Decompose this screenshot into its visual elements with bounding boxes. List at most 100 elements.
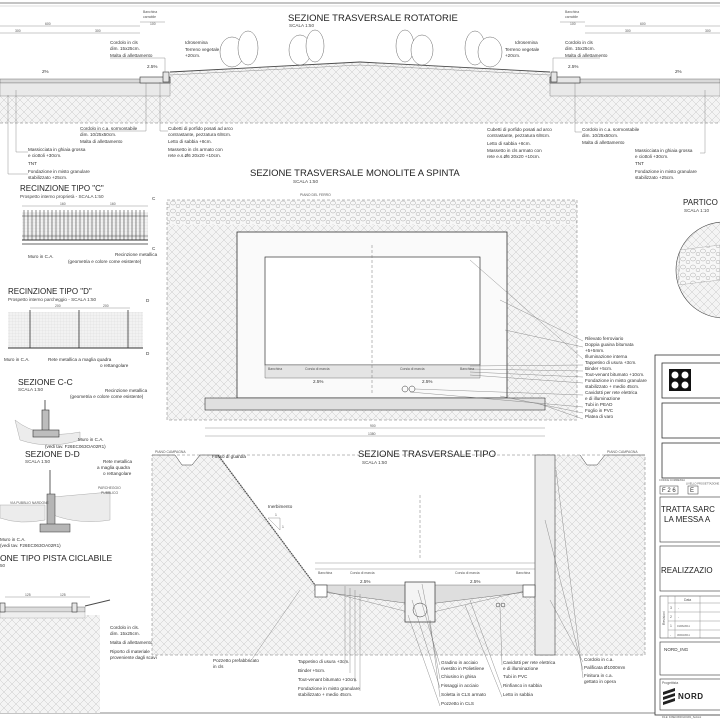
callout: Inerbimento	[268, 504, 293, 509]
lane-label: Corsia di marcia	[305, 367, 330, 371]
dim-label: 160	[60, 202, 66, 206]
callout: Fondazione in misto granulare	[298, 686, 360, 691]
callout: Malta di allettamento	[582, 140, 625, 145]
slope-ratio: 1	[282, 525, 284, 529]
dim-label: 300	[95, 29, 101, 33]
section-title: ONE TIPO PISTA CICLABILE	[0, 553, 112, 563]
lane-label: Corsia di marcia	[455, 571, 480, 575]
callout: Foglio in PVC	[585, 408, 614, 413]
callout: contrastante, pezzatura 6/8cm.	[487, 133, 550, 138]
section-title: SEZIONE TRASVERSALE MONOLITE A SPINTA	[250, 168, 460, 179]
dim-label: 100	[570, 22, 576, 26]
nord-logo-icon	[663, 688, 675, 705]
callout: Cordolo in c.a. sormontabile	[80, 126, 138, 131]
slope-label: 2.5%	[147, 64, 157, 69]
callout: VIA PUBBLIO NARDONE	[10, 501, 50, 505]
callout: Platea di varo	[585, 414, 614, 419]
section-scale: SCALA 1:50	[289, 23, 314, 28]
callout: Doppia guaina bitumata	[585, 342, 634, 347]
rev-number: 1	[670, 624, 672, 628]
project-code: F 2 6	[662, 488, 676, 494]
callout: PIANO DEL FERRO	[300, 193, 331, 197]
callout: rete e.s.Ø6 20x20 +10cm.	[168, 153, 221, 158]
callout: Fondazione in misto granulare	[28, 169, 90, 174]
rev-date: 01/06/2011	[677, 624, 690, 628]
section-title: RECINZIONE TIPO "D"	[8, 287, 92, 296]
field-label: Data	[684, 598, 691, 602]
lane-label: Corsia di marcia	[350, 571, 375, 575]
callout: Recinzione metallica	[105, 388, 148, 393]
field-label: Revisioni	[662, 611, 666, 625]
dim-label: 300	[705, 29, 711, 33]
callout: stabilizzato + medio 45cm.	[298, 692, 352, 697]
callouts-left: Cordolo in cls dim. 15x25cm. Malta di al…	[28, 40, 233, 180]
slope-label: 2.5%	[470, 579, 480, 584]
callout: (geometria e colore come esistente)	[70, 394, 144, 399]
section-mark: C	[152, 246, 156, 251]
callout: Rete metallica	[103, 459, 133, 464]
fence-icon	[22, 210, 148, 245]
callout: Palificata Ø1000mm	[584, 665, 626, 670]
section-title: SEZIONE C-C	[18, 377, 73, 387]
section-title: SEZIONE TRASVERSALE ROTATORIE	[288, 13, 458, 24]
callout: dim. 15x25cm.	[110, 631, 140, 636]
dim-label: 300	[625, 29, 631, 33]
callout: Malta di allettamento	[110, 53, 153, 58]
sezione-cc: SEZIONE C-C SCALA 1:50 Recinzione metall…	[14, 377, 148, 449]
section-scale: SCALA 1:50	[25, 459, 50, 464]
callout: Pozzetto in CLS	[441, 701, 474, 706]
callout: Recinzione metallica	[115, 252, 158, 257]
callout: Cordolo in c.a. sormontabile	[582, 127, 640, 132]
designer-logo-text: NORD	[678, 692, 704, 701]
slope-label: 2.5%	[360, 579, 370, 584]
callout: stabilizzato +25cm.	[28, 175, 67, 180]
callout: Illuminazione interna	[585, 354, 628, 359]
callout: dim. 15x25cm.	[110, 46, 140, 51]
callout: Massicciata in ghiaia grossa	[28, 147, 86, 152]
callout: Malta di allettamento	[110, 640, 153, 645]
callout: (vedi tav. F26EC063OA02R1)	[0, 543, 61, 548]
callout: Muro in C.A.	[0, 537, 26, 542]
callout: Binder +5cm.	[298, 668, 325, 673]
callout: Massetto in cls armato con	[168, 147, 223, 152]
callout: Rinfianco in sabbia	[503, 683, 542, 688]
slope-label: 2%	[675, 69, 682, 74]
title-block: CODICE COMMESSA LIVELLO PROGETTAZIONE F …	[654, 354, 720, 719]
rev-date: -	[678, 606, 679, 610]
section-scale: SCALA 1:50	[293, 179, 318, 184]
callout: rivestito in Polietilene	[441, 666, 485, 671]
callout: Finitura in c.a.	[584, 673, 613, 678]
section-scale: SCALA 1:50	[362, 460, 387, 465]
callout: Cavidotti per rete elettrica	[503, 660, 556, 665]
callout: stabilizzato +25cm.	[635, 175, 674, 180]
particolare: PARTICO SCALA 1:10	[675, 198, 720, 319]
section-mark: D	[146, 351, 150, 356]
lane-label: Corsia di marcia	[400, 367, 425, 371]
callout: Muro in C.A.	[28, 254, 54, 259]
callout: Pozzetto prefabbricato	[213, 658, 259, 663]
callout: Gradino in acciaio	[441, 660, 478, 665]
slope-label: 2%	[42, 69, 49, 74]
section-tipo: SEZIONE TRASVERSALE TIPO SCALA 1:50 1 1 …	[151, 449, 646, 707]
callout: Cubetti di porfido posati ad arco	[168, 126, 233, 131]
file-name: FILE: F26EC063OA01R1_Sezioni	[662, 715, 702, 719]
dim-label: 900	[370, 424, 376, 428]
section-scale: Prospetto interno parcheggio - SCALA 1:5…	[8, 297, 97, 302]
slope-label: 2.5%	[313, 379, 323, 384]
callout: Muro in C.A.	[4, 357, 30, 362]
section-scale: SCALA 1:10	[684, 208, 709, 213]
dim-label: 125	[25, 593, 31, 597]
callout: gettato in opera	[584, 679, 616, 684]
callout: Fosso di guardia	[212, 454, 246, 459]
callout: dim. 10/25x50cm.	[582, 133, 618, 138]
lane-label: Banchina	[318, 571, 332, 575]
section-rotatorie: SEZIONE TRASVERSALE ROTATORIE SCALA 1:50…	[0, 10, 720, 180]
field-label: Progettista	[662, 681, 678, 685]
dim-label: 300	[15, 29, 21, 33]
rev-number: -	[670, 633, 671, 637]
callout: Idrosemina	[185, 40, 208, 45]
tipo-callouts: Tappetino di usura +3cm. Binder +5cm. To…	[298, 657, 626, 706]
sezione-dd: SEZIONE D-D SCALA 1:50 Rete metallica a …	[0, 449, 133, 548]
